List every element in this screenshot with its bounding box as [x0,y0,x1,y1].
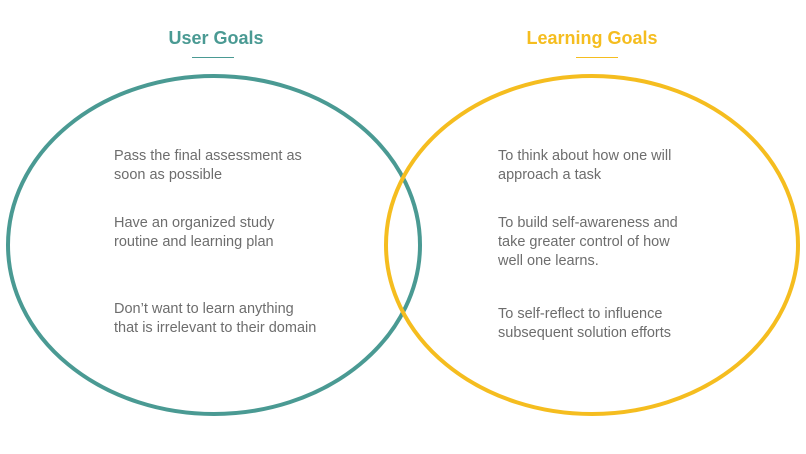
learning-goal-item: To self-reflect to influence subsequent … [498,306,672,341]
learning-goal-item: To build self-awareness and take greater… [498,215,678,269]
user-goals-title: User Goals [168,28,264,48]
user-goal-item: Have an organized study routine and lear… [114,215,275,250]
user-goals-underline [192,57,234,58]
learning-goals-circle [384,74,800,416]
learning-goal-item: To think about how one will approach a t… [498,148,672,183]
user-goal-item: Don’t want to learn anything that is irr… [114,301,317,336]
learning-goals-underline [576,57,618,58]
user-goals-circle [6,74,422,416]
learning-goals-title: Learning Goals [526,28,658,48]
user-goal-item: Pass the final assessment as soon as pos… [114,148,302,183]
